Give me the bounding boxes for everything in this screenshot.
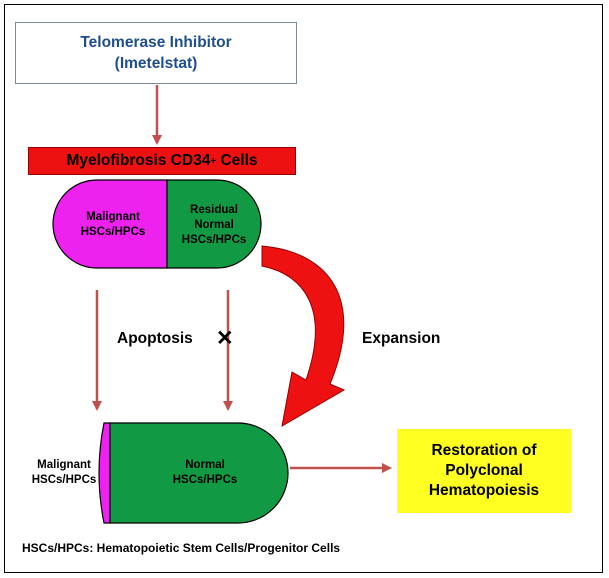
bottom-malignant-sliver <box>98 422 111 524</box>
expansion-curved-arrow <box>261 245 346 427</box>
footnote: HSCs/HPCs: Hematopoietic Stem Cells/Prog… <box>22 541 341 555</box>
top-normal-label: Residual Normal HSCs/HPCs <box>181 204 247 246</box>
top-malignant-half <box>52 179 168 269</box>
apoptosis-label: Apoptosis <box>117 330 193 347</box>
inhibitor-line2: (Imetelstat) <box>114 55 198 72</box>
blocked-x-icon: ✕ <box>216 327 234 350</box>
bottom-malignant-label: Malignant HSCs/HPCs <box>31 459 97 486</box>
top-normal-half <box>166 179 262 269</box>
expansion-label: Expansion <box>362 330 441 347</box>
bottom-normal-label: Normal HSCs/HPCs <box>172 459 238 486</box>
myelo-label: Myelofibrosis CD34 <box>66 152 211 169</box>
top-malignant-label: Malignant HSCs/HPCs <box>80 211 146 238</box>
myelo-suffix: Cells <box>216 152 258 169</box>
telomerase-inhibitor-box: Telomerase Inhibitor (Imetelstat) <box>15 22 297 84</box>
restoration-box: Restoration of Polyclonal Hematopoiesis <box>397 429 571 513</box>
myelofibrosis-cells-bar: Myelofibrosis CD34+ Cells <box>28 147 296 175</box>
inhibitor-line1: Telomerase Inhibitor <box>80 34 232 51</box>
bottom-normal-body <box>109 422 289 524</box>
myelo-sup: + <box>210 155 217 167</box>
